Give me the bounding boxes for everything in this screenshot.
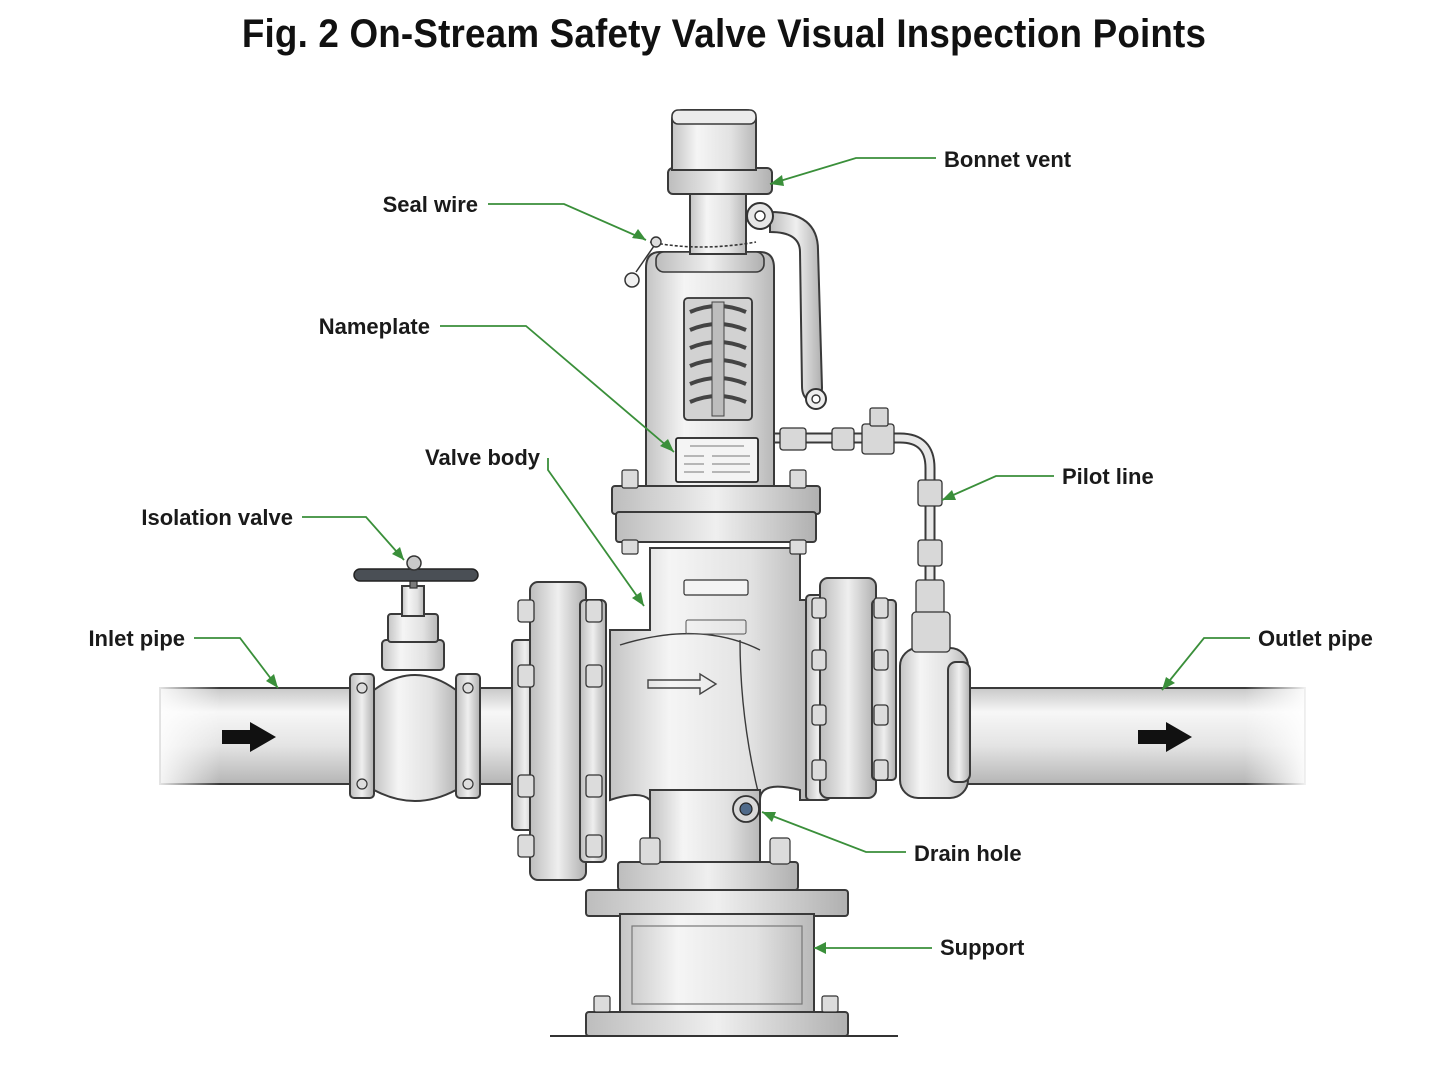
- label-pilot-line: Pilot line: [1062, 464, 1154, 489]
- nameplate: [675, 437, 759, 483]
- leader-lines: [194, 157, 1250, 954]
- leader-outlet-pipe: [1161, 637, 1250, 691]
- arrowhead-pilot-line: [942, 490, 956, 500]
- leader-nameplate: [440, 325, 675, 453]
- arrowhead-inlet-pipe: [266, 674, 278, 688]
- isolation-valve: [349, 555, 481, 802]
- arrowhead-isolation-valve: [392, 547, 404, 560]
- outlet-pipe: [959, 686, 1310, 786]
- arrowhead-seal-wire: [632, 229, 646, 240]
- arrowhead-bonnet-vent: [770, 175, 784, 186]
- leader-seal-wire: [488, 203, 647, 241]
- support: [550, 889, 898, 1037]
- bonnet: [611, 251, 821, 555]
- drain-hole-icon: [732, 795, 760, 823]
- label-valve-body: Valve body: [425, 445, 541, 470]
- leader-isolation-valve: [302, 516, 405, 561]
- valve-cap: [667, 109, 773, 255]
- label-support: Support: [940, 935, 1025, 960]
- arrowhead-nameplate: [660, 439, 674, 452]
- flow-arrow-outlet-icon: [1138, 722, 1192, 752]
- seal-wire: [624, 236, 757, 288]
- arrowhead-drain-hole: [762, 812, 776, 822]
- outlet-flange: [805, 577, 971, 801]
- label-nameplate: Nameplate: [319, 314, 430, 339]
- inlet-flange: [511, 581, 607, 881]
- arrowhead-support: [814, 942, 826, 954]
- arrowhead-outlet-pipe: [1162, 677, 1175, 690]
- leader-drain-hole: [761, 811, 906, 853]
- flow-arrow-inlet-icon: [222, 722, 276, 752]
- figure-title: Fig. 2 On-Stream Safety Valve Visual Ins…: [241, 12, 1207, 56]
- label-bonnet-vent: Bonnet vent: [944, 147, 1072, 172]
- label-outlet-pipe: Outlet pipe: [1258, 626, 1373, 651]
- leader-valve-body: [547, 458, 645, 607]
- pilot-line: [750, 407, 951, 653]
- leader-inlet-pipe: [194, 637, 279, 689]
- label-inlet-pipe: Inlet pipe: [88, 626, 185, 651]
- label-isolation-valve: Isolation valve: [141, 505, 293, 530]
- lifting-lever: [746, 202, 827, 410]
- leader-pilot-line: [941, 475, 1054, 501]
- label-drain-hole: Drain hole: [914, 841, 1022, 866]
- label-seal-wire: Seal wire: [383, 192, 478, 217]
- arrowhead-valve-body: [632, 592, 644, 606]
- leader-bonnet-vent: [769, 157, 936, 185]
